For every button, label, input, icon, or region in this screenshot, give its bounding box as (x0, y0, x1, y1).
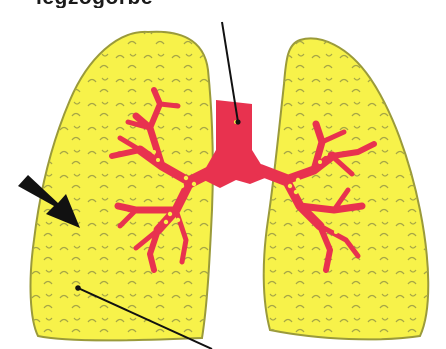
lung-diagram: lé​gzőgörbe (0, 0, 446, 349)
lung-illustration (0, 0, 446, 349)
